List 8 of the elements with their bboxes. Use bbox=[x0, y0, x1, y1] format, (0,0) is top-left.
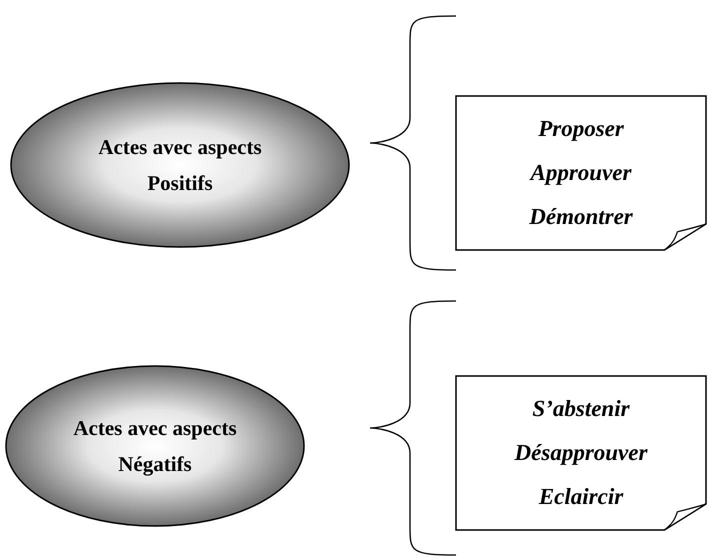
list-item: S’abstenir bbox=[532, 395, 630, 423]
list-item: Démontrer bbox=[529, 203, 633, 231]
list-item: Eclaircir bbox=[538, 483, 624, 511]
list-item: Approuver bbox=[530, 159, 632, 187]
ellipse-label: Actes avec aspects Positifs bbox=[97, 134, 263, 197]
list-item: Désapprouver bbox=[514, 439, 648, 467]
ellipse-label: Actes avec aspects Négatifs bbox=[72, 415, 238, 478]
list-item: Proposer bbox=[538, 115, 624, 143]
